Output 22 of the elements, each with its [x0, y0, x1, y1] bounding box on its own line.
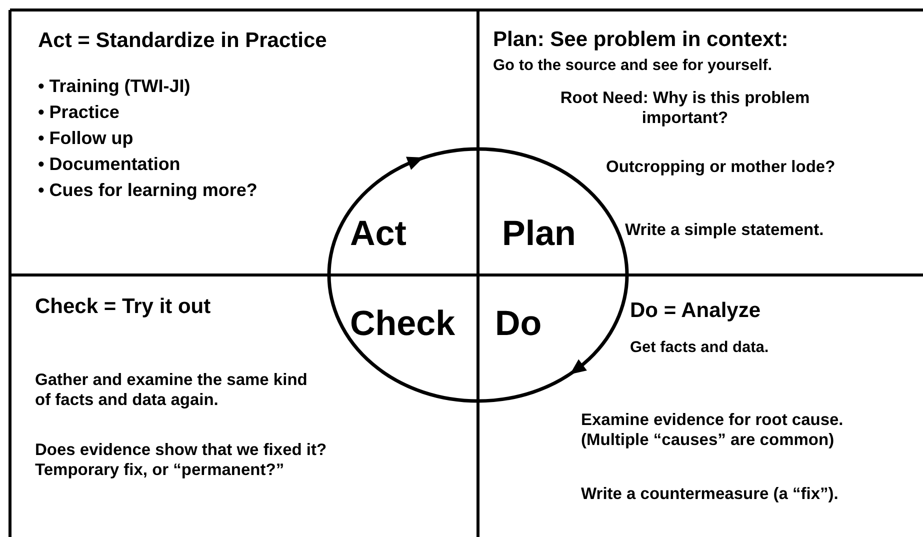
- phase-label: Check: [350, 306, 456, 341]
- note-text: Root Need: Why is this problem important?: [559, 89, 811, 129]
- phase-label: Act: [350, 216, 406, 251]
- bullet-item: • Follow up: [38, 128, 134, 150]
- quadrant-heading: Act = Standardize in Practice: [38, 28, 328, 54]
- bullet-item: • Training (TWI-JI): [38, 76, 192, 98]
- note-text: Examine evidence for root cause. (Multiple “causes” are common): [581, 411, 844, 451]
- quadrant-heading: Do = Analyze: [630, 298, 762, 324]
- note-text: Go to the source and see for yourself.: [493, 57, 774, 76]
- note-text: Outcropping or mother lode?: [606, 158, 836, 178]
- note-text: Gather and examine the same kind of facts and data again.: [35, 371, 308, 411]
- phase-label: Plan: [502, 216, 576, 251]
- phase-label: Do: [495, 306, 542, 341]
- note-text: Write a simple statement.: [625, 221, 825, 241]
- quadrant-heading: Check = Try it out: [35, 294, 212, 320]
- quadrant-heading: Plan: See problem in context:: [493, 27, 790, 52]
- note-text: Write a countermeasure (a “fix”).: [581, 485, 840, 505]
- note-text: Does evidence show that we fixed it? Temporary fix, or “permanent?”: [35, 441, 328, 481]
- note-text: Get facts and data.: [630, 339, 770, 358]
- bullet-item: • Documentation: [38, 154, 182, 176]
- bullet-item: • Practice: [38, 102, 120, 124]
- bullet-item: • Cues for learning more?: [38, 180, 258, 202]
